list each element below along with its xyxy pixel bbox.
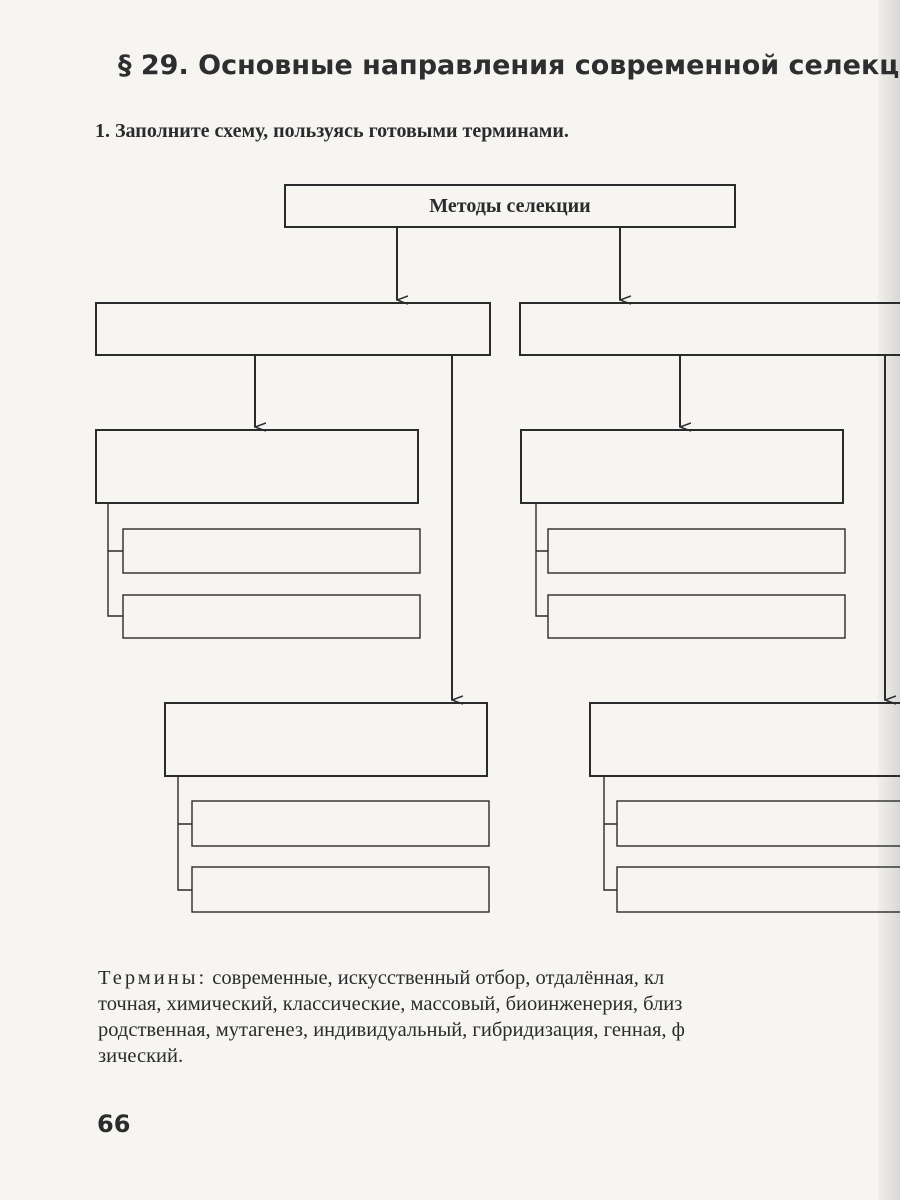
sub-box xyxy=(191,866,490,913)
connector-l4-right xyxy=(603,776,617,891)
connector-l3-right xyxy=(535,503,548,617)
sub-box xyxy=(191,800,490,847)
page-title: § 29. Основные направления современной с… xyxy=(118,50,900,81)
sub-box xyxy=(547,594,846,639)
sub-box xyxy=(122,528,421,574)
terms-label: Термины: xyxy=(98,967,208,989)
level3-right-box xyxy=(520,429,844,504)
terms-paragraph: Термины: современные, искусственный отбо… xyxy=(98,965,898,1069)
root-box xyxy=(284,184,736,228)
sub-box xyxy=(122,594,421,639)
page-number: 66 xyxy=(97,1110,131,1138)
connector-l3-left xyxy=(107,503,123,617)
level4-right-box xyxy=(589,702,900,777)
task-instruction: 1. Заполните схему, пользуясь готовыми т… xyxy=(95,120,569,142)
page-edge-shadow xyxy=(878,0,900,1200)
level2-left-box xyxy=(95,302,491,356)
level3-left-box xyxy=(95,429,419,504)
level2-right-box xyxy=(519,302,900,356)
terms-line: точная, химический, классические, массов… xyxy=(98,993,683,1015)
root-box-label: Методы селекции xyxy=(429,194,591,217)
sub-box xyxy=(616,866,900,913)
terms-line: современные, искусственный отбор, отдалё… xyxy=(207,967,665,989)
sub-box xyxy=(616,800,900,847)
terms-line: родственная, мутагенез, индивидуальный, … xyxy=(98,1019,685,1041)
level4-left-box xyxy=(164,702,488,777)
terms-line: зический. xyxy=(98,1045,184,1067)
sub-box xyxy=(547,528,846,574)
connector-l4-left xyxy=(177,776,192,891)
